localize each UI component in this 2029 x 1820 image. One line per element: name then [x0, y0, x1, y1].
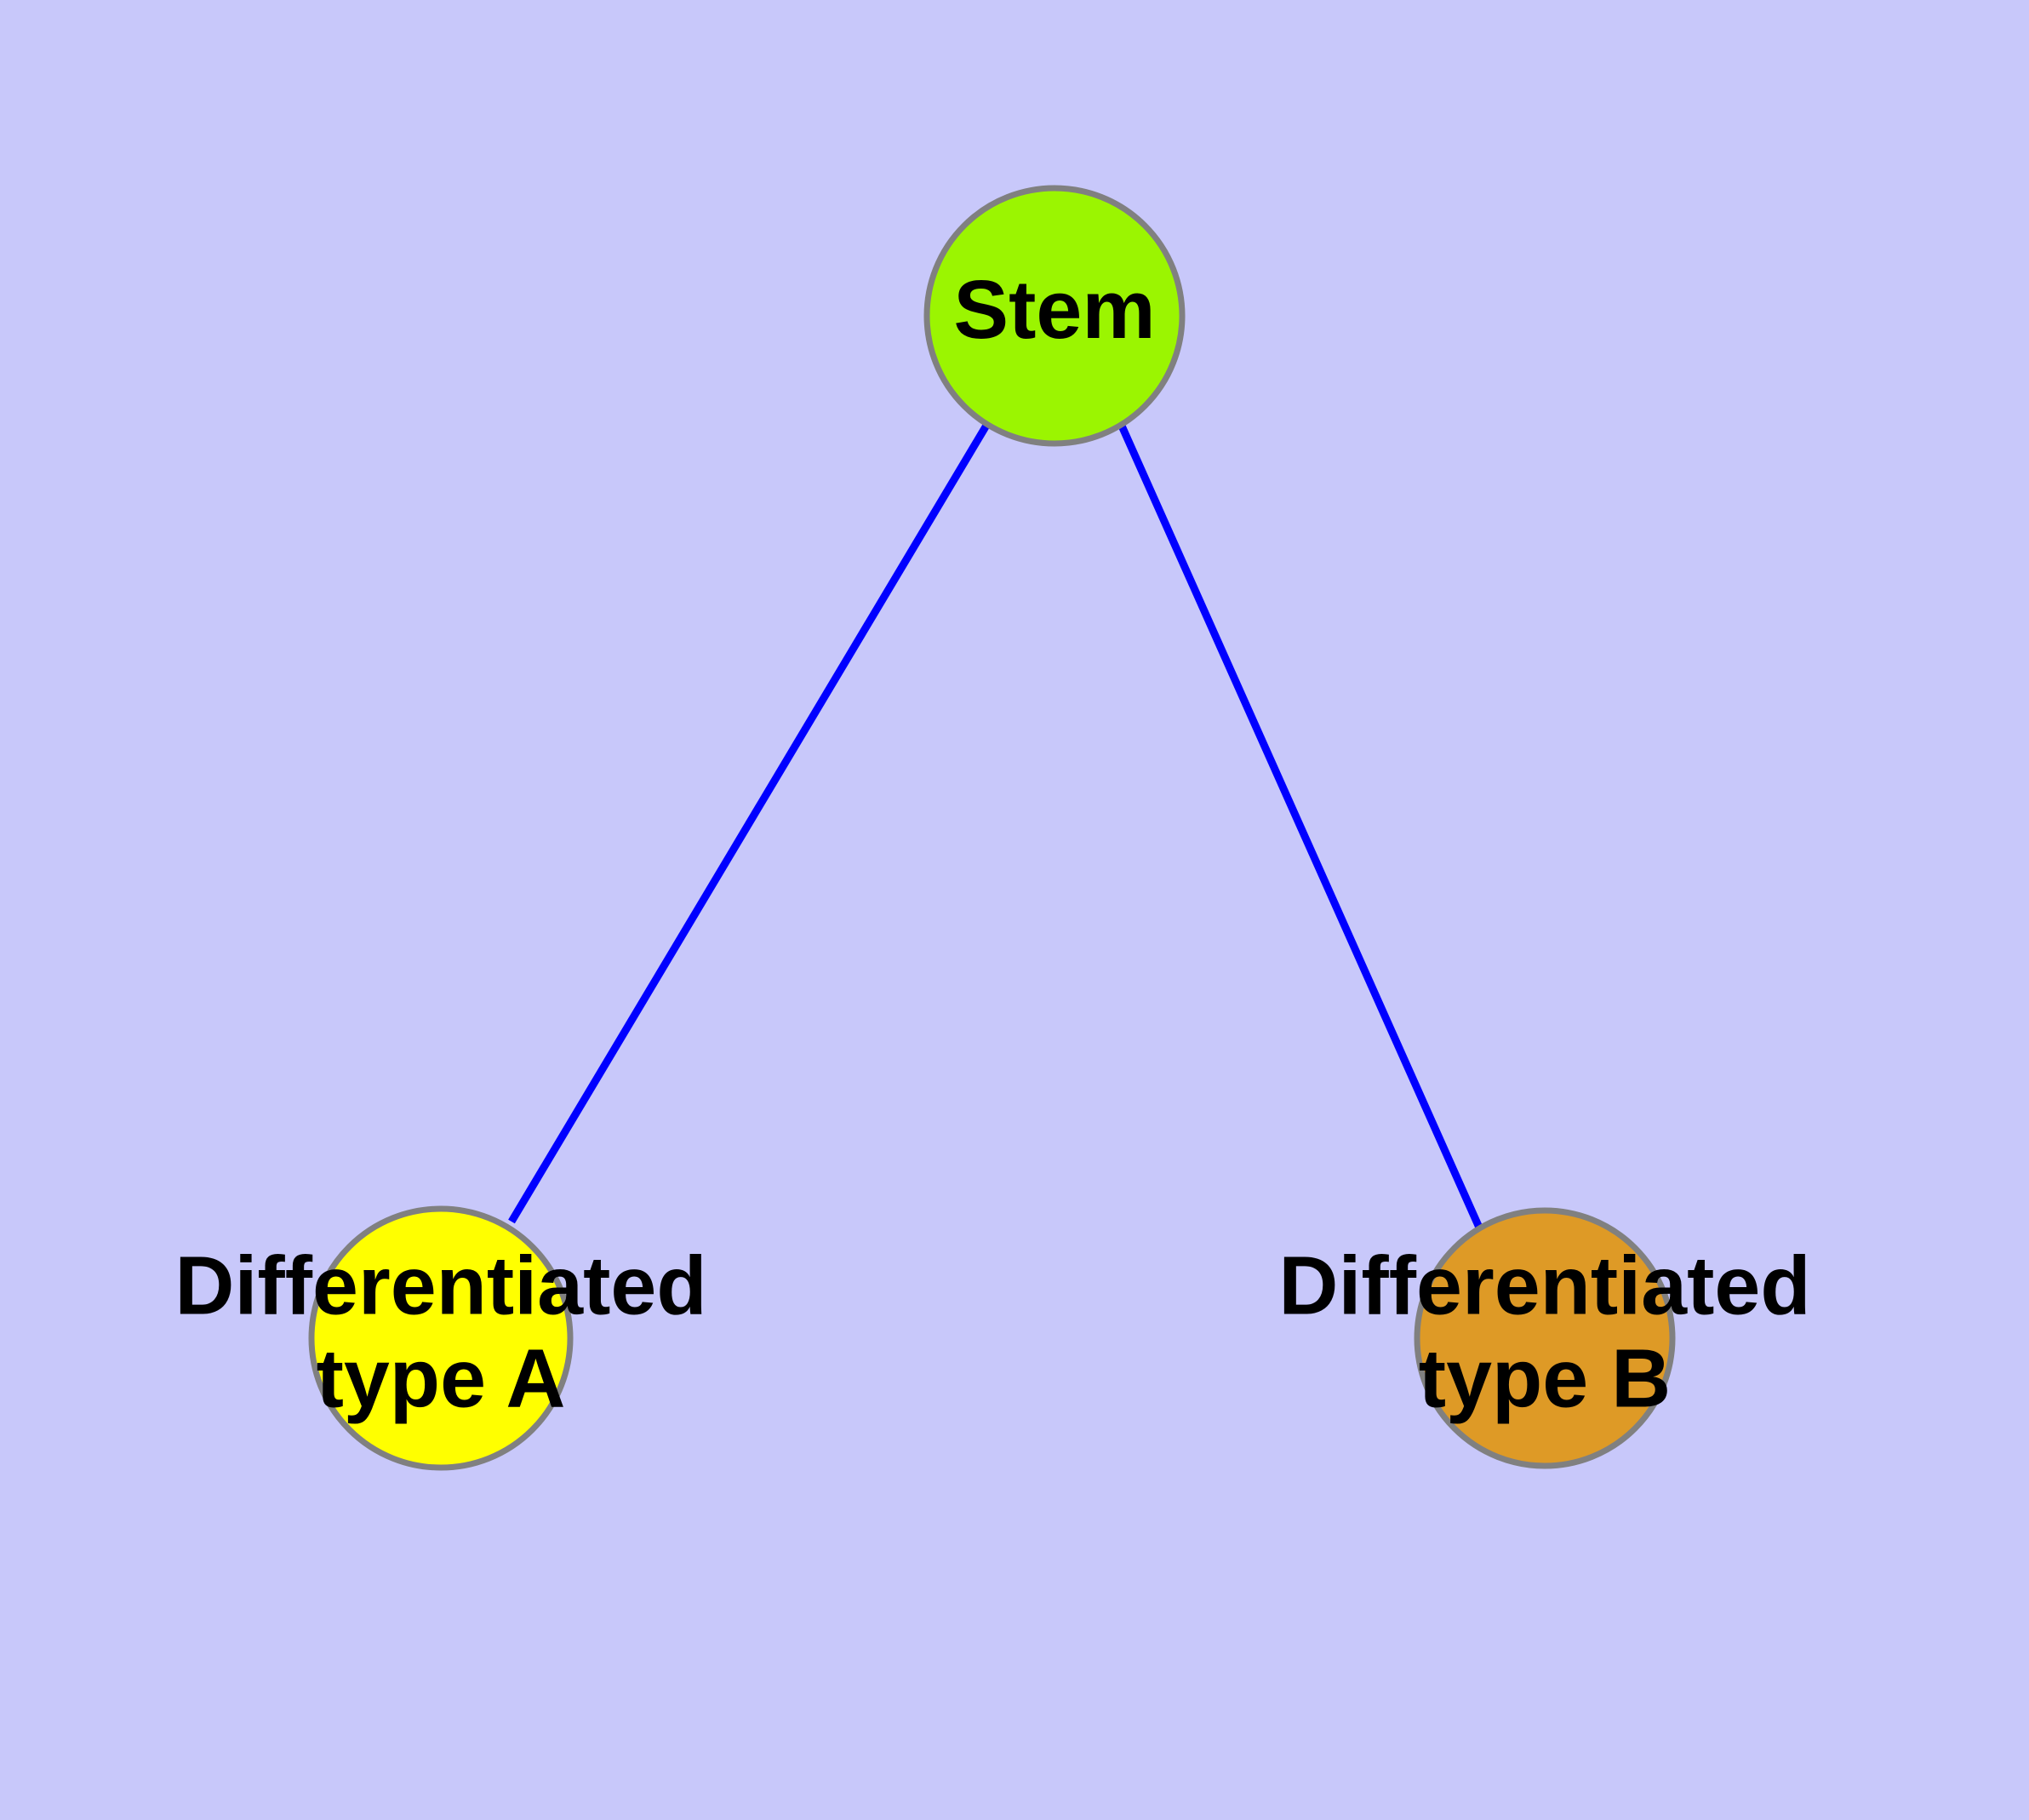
- edge-layer: [508, 421, 1483, 1229]
- graph-edge[interactable]: [508, 421, 991, 1224]
- graph-node-stem[interactable]: [923, 185, 1186, 447]
- label-line: Differentiated: [1278, 1239, 1810, 1331]
- graph-node-diff-b[interactable]: [1414, 1207, 1676, 1469]
- graph-node-diff-a[interactable]: [308, 1205, 574, 1471]
- graph-edge[interactable]: [1117, 422, 1483, 1229]
- node-layer: [308, 185, 1676, 1471]
- label-line: type B: [1419, 1331, 1671, 1424]
- label-line: Stem: [953, 263, 1155, 356]
- label-line: type A: [317, 1331, 566, 1424]
- graph-node-label-stem: Stem: [953, 263, 1155, 356]
- label-line: Differentiated: [174, 1239, 706, 1331]
